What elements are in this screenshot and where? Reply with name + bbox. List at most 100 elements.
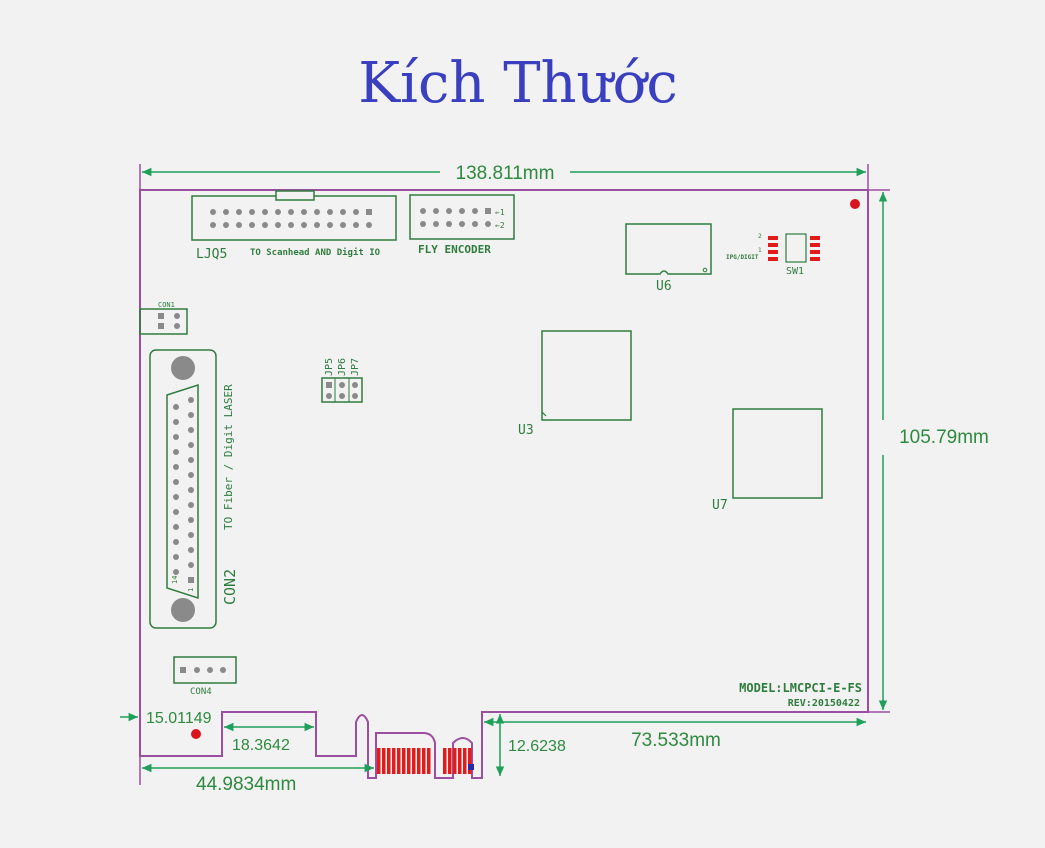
dimension-right-section-label: 73.533mm bbox=[631, 730, 721, 751]
pcie-finger bbox=[407, 748, 411, 774]
ljq5-pins bbox=[210, 209, 372, 228]
fly-encoder-pin bbox=[420, 208, 426, 214]
ljq5-pin bbox=[288, 209, 294, 215]
ljq5-pin bbox=[340, 209, 346, 215]
dimension-to-connector-label: 44.9834mm bbox=[196, 774, 296, 795]
ljq5-label: LJQ5 bbox=[196, 247, 227, 262]
db25-pin bbox=[188, 562, 194, 568]
fly-encoder-pin bbox=[420, 221, 426, 227]
ljq5-pin bbox=[301, 209, 307, 215]
con2-desc: TO Fiber / Digit LASER bbox=[222, 384, 235, 530]
db25-pins bbox=[173, 397, 194, 583]
jumpers-jp5-jp7: JP5 JP6 JP7 bbox=[321, 358, 363, 403]
pcie-finger bbox=[468, 748, 472, 774]
db25-pin bbox=[188, 547, 194, 553]
db25-pin bbox=[188, 532, 194, 538]
dimension-width: 138.811mm bbox=[139, 163, 869, 190]
dimension-notch-label: 18.3642 bbox=[232, 737, 290, 754]
ljq5-pin bbox=[314, 222, 320, 228]
db25-pin bbox=[188, 487, 194, 493]
pcie-finger bbox=[387, 748, 391, 774]
db25-pin bbox=[188, 412, 194, 418]
ljq5-desc: TO Scanhead AND Digit IO bbox=[250, 247, 381, 258]
pcie-finger bbox=[397, 748, 401, 774]
dimension-width-label: 138.811mm bbox=[456, 163, 555, 184]
db25-pin bbox=[188, 397, 194, 403]
db25-pin bbox=[173, 479, 179, 485]
sw1-label: SW1 bbox=[786, 266, 804, 277]
pcie-edge-fingers bbox=[377, 748, 472, 774]
con4-label: CON4 bbox=[190, 687, 212, 697]
u7-chip: U7 bbox=[712, 408, 823, 513]
ljq5-pin bbox=[262, 222, 268, 228]
pcie-finger bbox=[448, 748, 452, 774]
db25-pin bbox=[188, 517, 194, 523]
dimension-height-label: 105.79mm bbox=[899, 427, 989, 448]
fly-encoder-pin bbox=[433, 221, 439, 227]
fly-encoder-pins bbox=[420, 208, 491, 227]
fiducial-marker-bottom bbox=[191, 729, 201, 739]
ljq5-pin bbox=[340, 222, 346, 228]
model-label: MODEL:LMCPCI-E-FS bbox=[739, 681, 862, 695]
rev-label: REV:20150422 bbox=[788, 698, 860, 709]
fly-encoder-pin bbox=[459, 221, 465, 227]
pcie-finger bbox=[417, 748, 421, 774]
ljq5-pin bbox=[249, 222, 255, 228]
dimension-to-connector: 44.9834mm bbox=[142, 763, 374, 795]
con4-connector: CON4 bbox=[173, 656, 237, 697]
fly-encoder-pin bbox=[446, 208, 452, 214]
ljq5-pin bbox=[275, 209, 281, 215]
con2-label: CON2 bbox=[221, 569, 239, 605]
dimension-bracket-label: 12.6238 bbox=[508, 738, 566, 755]
u7-label: U7 bbox=[712, 498, 728, 513]
ljq5-pin bbox=[275, 222, 281, 228]
u6-chip: U6 bbox=[625, 223, 712, 294]
pcie-finger bbox=[443, 748, 447, 774]
fly-encoder-pin bbox=[472, 221, 478, 227]
db25-pin bbox=[188, 577, 194, 583]
db25-pin bbox=[173, 569, 179, 575]
page-title: Kích Thước bbox=[358, 51, 678, 116]
pcie-finger bbox=[427, 748, 431, 774]
pcie-finger bbox=[412, 748, 416, 774]
fiducial-marker-top bbox=[850, 199, 860, 209]
jp6-label: JP6 bbox=[337, 358, 348, 376]
fly-encoder-pin bbox=[472, 208, 478, 214]
ljq5-pin bbox=[366, 209, 372, 215]
pcie-finger bbox=[382, 748, 386, 774]
fly-encoder-connector: ←1 ←2 FLY ENCODER bbox=[409, 194, 515, 256]
ljq5-pin bbox=[249, 209, 255, 215]
ljq5-pin bbox=[262, 209, 268, 215]
sw-num-bottom: 1 bbox=[758, 247, 762, 254]
db25-pin bbox=[188, 472, 194, 478]
ljq5-pin bbox=[288, 222, 294, 228]
u3-chip: U3 bbox=[518, 330, 632, 438]
ljq5-pin bbox=[210, 209, 216, 215]
db25-pin bbox=[173, 434, 179, 440]
sw1-switch: 2 1 IPG/DIGIT SW1 bbox=[726, 233, 820, 277]
pin2-label: ←2 bbox=[495, 221, 505, 230]
db25-pin bbox=[188, 502, 194, 508]
pcie-finger bbox=[453, 748, 457, 774]
pcie-finger bbox=[422, 748, 426, 774]
dimension-left-edge: 15.01149 bbox=[120, 710, 212, 785]
dimension-right-section: 73.533mm bbox=[484, 717, 866, 751]
fly-encoder-pin bbox=[485, 208, 491, 214]
fly-encoder-label: FLY ENCODER bbox=[418, 243, 491, 256]
u3-label: U3 bbox=[518, 423, 534, 438]
db25-pin bbox=[173, 539, 179, 545]
con1-connector: CON1 bbox=[139, 301, 188, 335]
db25-pin bbox=[173, 554, 179, 560]
ljq5-pin bbox=[223, 222, 229, 228]
db25-pin bbox=[173, 524, 179, 530]
db25-pin bbox=[173, 494, 179, 500]
db25-pin bbox=[173, 464, 179, 470]
ljq5-pin bbox=[236, 222, 242, 228]
db25-pin bbox=[173, 509, 179, 515]
fly-encoder-pin bbox=[446, 221, 452, 227]
db25-pin bbox=[188, 427, 194, 433]
db25-pin bbox=[173, 419, 179, 425]
ljq5-pin bbox=[314, 209, 320, 215]
db25-pin bbox=[188, 442, 194, 448]
